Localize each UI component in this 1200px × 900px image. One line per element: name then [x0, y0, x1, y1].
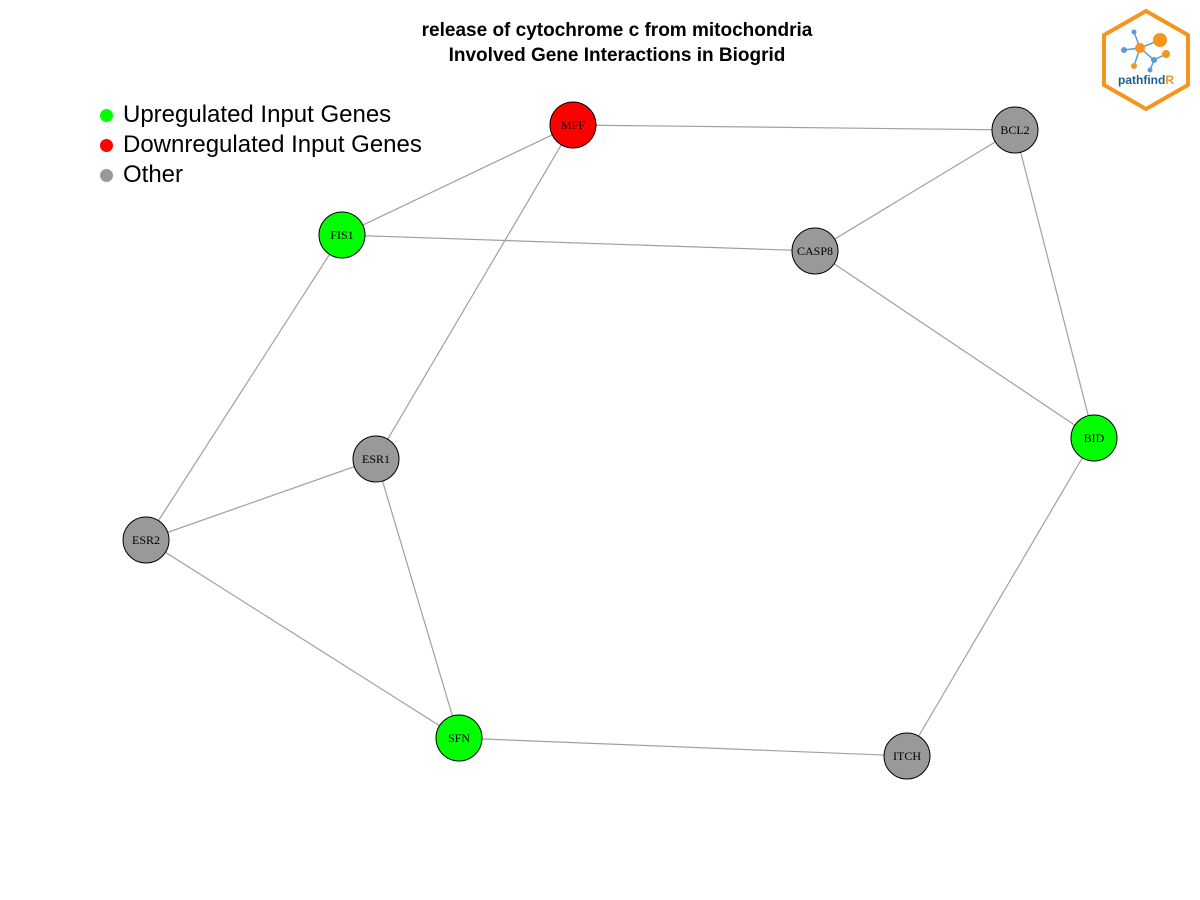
legend-item-upregulated: Upregulated Input Genes: [96, 100, 422, 130]
edge-casp8-bid: [814, 250, 1095, 439]
legend-label-downregulated: Downregulated Input Genes: [123, 131, 422, 158]
legend-dot-other: [100, 168, 113, 182]
node-circle-esr1[interactable]: [352, 435, 400, 483]
node-circle-sfn[interactable]: [435, 714, 483, 762]
edge-bid-itch: [906, 437, 1095, 757]
edge-fis1-casp8: [341, 234, 816, 252]
edge-mff-bcl2: [572, 124, 1016, 131]
pathfindr-logo: pathfindR: [1102, 8, 1190, 112]
edge-mff-fis1: [341, 124, 574, 236]
node-circle-casp8[interactable]: [791, 227, 839, 275]
node-label-itch: ITCH: [893, 749, 921, 763]
node-label-bcl2: BCL2: [1000, 123, 1029, 137]
node-fis1[interactable]: FIS1: [318, 211, 366, 259]
node-label-sfn: SFN: [448, 731, 470, 745]
diagram-title: release of cytochrome c from mitochondri…: [0, 18, 1200, 68]
node-circle-mff[interactable]: [549, 101, 597, 149]
edge-bcl2-bid: [1014, 129, 1095, 439]
node-label-fis1: FIS1: [330, 228, 353, 242]
svg-text:pathfindR: pathfindR: [1118, 73, 1174, 87]
node-circle-itch[interactable]: [883, 732, 931, 780]
title-line-1: release of cytochrome c from mitochondri…: [421, 20, 813, 41]
edge-bcl2-casp8: [814, 129, 1016, 252]
logo-text-accent: R: [1165, 73, 1174, 87]
legend-item-other: Other: [96, 160, 422, 190]
node-sfn[interactable]: SFN: [435, 714, 483, 762]
legend: Upregulated Input Genes Downregulated In…: [96, 100, 422, 190]
logo-text-main: pathfind: [1118, 73, 1165, 87]
legend-item-downregulated: Downregulated Input Genes: [96, 130, 422, 160]
legend-dot-downregulated: [100, 138, 113, 152]
node-esr1[interactable]: ESR1: [352, 435, 400, 483]
edge-fis1-esr2: [145, 234, 343, 541]
legend-dot-upregulated: [100, 108, 113, 122]
node-circle-bid[interactable]: [1070, 414, 1118, 462]
node-bcl2[interactable]: BCL2: [991, 106, 1039, 154]
node-label-bid: BID: [1084, 431, 1105, 445]
edge-esr1-esr2: [145, 458, 377, 541]
edge-sfn-itch: [458, 737, 908, 757]
node-casp8[interactable]: CASP8: [791, 227, 839, 275]
node-label-mff: MFF: [561, 118, 585, 132]
node-label-casp8: CASP8: [797, 244, 833, 258]
node-itch[interactable]: ITCH: [883, 732, 931, 780]
node-circle-esr2[interactable]: [122, 516, 170, 564]
legend-label-upregulated: Upregulated Input Genes: [123, 101, 392, 128]
node-esr2[interactable]: ESR2: [122, 516, 170, 564]
legend-label-other: Other: [123, 161, 184, 188]
edges-layer: [145, 124, 1095, 757]
node-bid[interactable]: BID: [1070, 414, 1118, 462]
edge-mff-esr1: [375, 124, 574, 460]
edge-esr2-sfn: [145, 539, 460, 739]
node-mff[interactable]: MFF: [549, 101, 597, 149]
edge-esr1-sfn: [375, 458, 460, 739]
title-line-2: Involved Gene Interactions in Biogrid: [448, 45, 786, 66]
node-label-esr1: ESR1: [362, 452, 390, 466]
node-circle-bcl2[interactable]: [991, 106, 1039, 154]
node-circle-fis1[interactable]: [318, 211, 366, 259]
node-label-esr2: ESR2: [132, 533, 160, 547]
